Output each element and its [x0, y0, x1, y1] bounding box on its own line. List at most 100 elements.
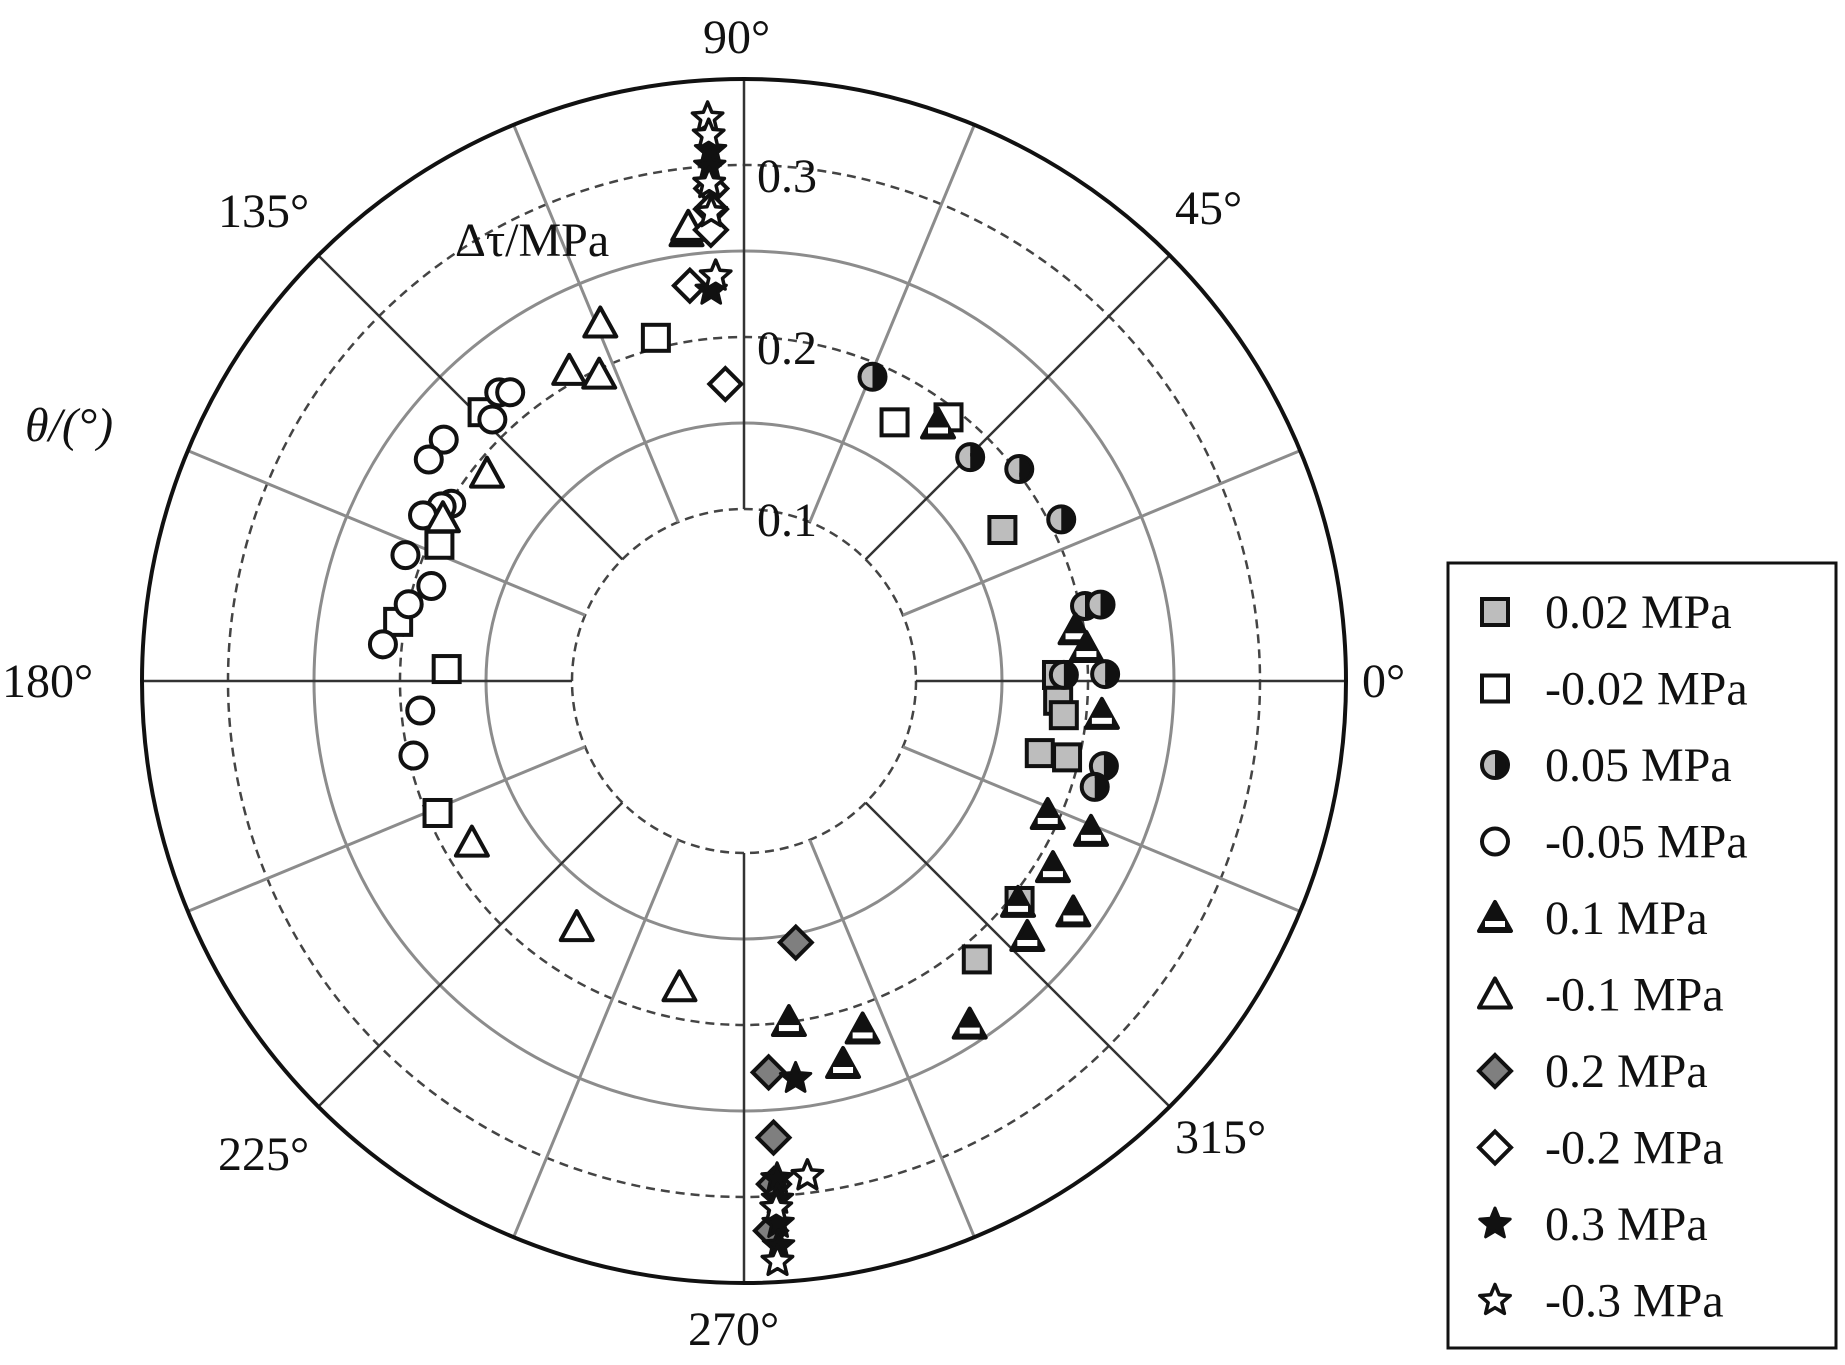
legend-marker — [1477, 900, 1513, 933]
star-open-icon — [692, 165, 727, 199]
data-point — [468, 455, 505, 489]
data-point — [582, 305, 619, 339]
circle-open-icon — [393, 589, 424, 620]
triangle-stripe — [1091, 717, 1112, 724]
legend-label: -0.02 MPa — [1545, 663, 1748, 716]
grid-spoke — [187, 745, 586, 913]
circle-outline-icon — [857, 361, 888, 392]
legend-marker — [1480, 826, 1510, 857]
data-point — [879, 407, 910, 438]
data-point — [1079, 771, 1110, 802]
triangle-stripe — [852, 1032, 873, 1039]
legend-marker — [1480, 673, 1510, 704]
angle-label-315: 315° — [1175, 1111, 1266, 1164]
square-open-icon — [640, 322, 671, 353]
angle-label-90: 90° — [703, 11, 770, 64]
data-point — [1009, 918, 1046, 952]
data-point — [558, 909, 595, 943]
data-point — [1000, 884, 1037, 918]
triangle-stripe — [1081, 834, 1102, 841]
star-open-icon — [1478, 1282, 1512, 1316]
triangle-open-icon — [1477, 976, 1513, 1010]
diamond-open-icon — [1476, 1128, 1514, 1167]
data-point — [1090, 659, 1121, 690]
data-point — [390, 540, 421, 571]
grid-spoke — [512, 839, 680, 1238]
data-point — [424, 529, 455, 560]
data-point — [405, 695, 436, 726]
diamond-gray-icon — [776, 923, 815, 962]
data-point — [581, 356, 618, 390]
legend-label: 0.1 MPa — [1545, 892, 1708, 945]
triangle-stripe — [833, 1066, 854, 1073]
radial-tick-label: 0.2 — [757, 322, 817, 375]
data-point — [1029, 796, 1066, 830]
triangle-open-icon — [551, 352, 588, 386]
triangle-stripe — [1063, 915, 1084, 922]
legend-box — [1446, 561, 1838, 1350]
legend-marker — [1480, 750, 1510, 780]
data-point — [1055, 894, 1092, 928]
triangle-stripe — [1017, 939, 1038, 946]
circle-outline-icon — [1085, 589, 1116, 620]
legend-label: 0.3 MPa — [1545, 1198, 1708, 1251]
grid-spoke — [864, 801, 1171, 1108]
legend-marker — [1477, 976, 1513, 1010]
square-open-icon — [431, 654, 462, 685]
grid-spoke — [808, 839, 976, 1238]
data-points — [367, 100, 1121, 1277]
data-point — [640, 322, 671, 353]
circle-outline-icon — [1480, 750, 1510, 780]
data-point — [776, 923, 815, 962]
triangle-stripe — [928, 427, 949, 434]
grid-spoke — [187, 449, 586, 617]
square-gray-icon — [1052, 742, 1083, 773]
data-point — [431, 654, 462, 685]
data-point — [790, 1158, 825, 1191]
data-point — [671, 266, 709, 305]
angle-label-180: 180° — [2, 655, 93, 708]
legend-marker — [1476, 1128, 1514, 1167]
circle-open-icon — [367, 629, 398, 660]
data-point — [694, 194, 729, 228]
data-point — [1073, 813, 1110, 847]
circle-outline-icon — [1079, 771, 1110, 802]
data-point — [1048, 659, 1079, 690]
legend-marker — [1478, 1282, 1512, 1316]
polar-grid — [140, 77, 1348, 1285]
data-point — [416, 570, 447, 601]
data-point — [495, 377, 526, 408]
data-point — [413, 444, 444, 475]
data-point — [428, 424, 459, 455]
data-point — [987, 515, 1018, 546]
star-open-icon — [691, 117, 726, 150]
data-point — [698, 258, 733, 291]
angle-label-45: 45° — [1175, 182, 1242, 235]
data-point — [706, 365, 745, 403]
data-point — [422, 797, 453, 828]
square-gray-icon — [987, 515, 1018, 546]
legend-label: -0.05 MPa — [1545, 816, 1748, 869]
diamond-open-icon — [671, 266, 709, 305]
data-point — [424, 500, 461, 534]
radial-axis-title: Δτ/MPa — [455, 214, 609, 267]
data-point — [393, 589, 424, 620]
circle-open-icon — [405, 695, 436, 726]
data-point — [961, 944, 992, 975]
star-open-icon — [759, 1190, 794, 1223]
data-point — [754, 1118, 793, 1157]
data-point — [844, 1011, 881, 1045]
data-point — [955, 442, 986, 473]
data-point — [778, 1060, 813, 1093]
circle-outline-icon — [955, 442, 986, 473]
legend-label: -0.1 MPa — [1545, 969, 1724, 1022]
triangle-stripe — [1042, 871, 1063, 878]
triangle-stripe — [1065, 633, 1086, 640]
grid-spoke — [808, 124, 976, 523]
star-open-icon — [694, 194, 729, 228]
star-filled-icon — [1478, 1206, 1512, 1239]
square-open-icon — [422, 797, 453, 828]
data-point — [1052, 742, 1083, 773]
data-point — [1083, 696, 1120, 730]
